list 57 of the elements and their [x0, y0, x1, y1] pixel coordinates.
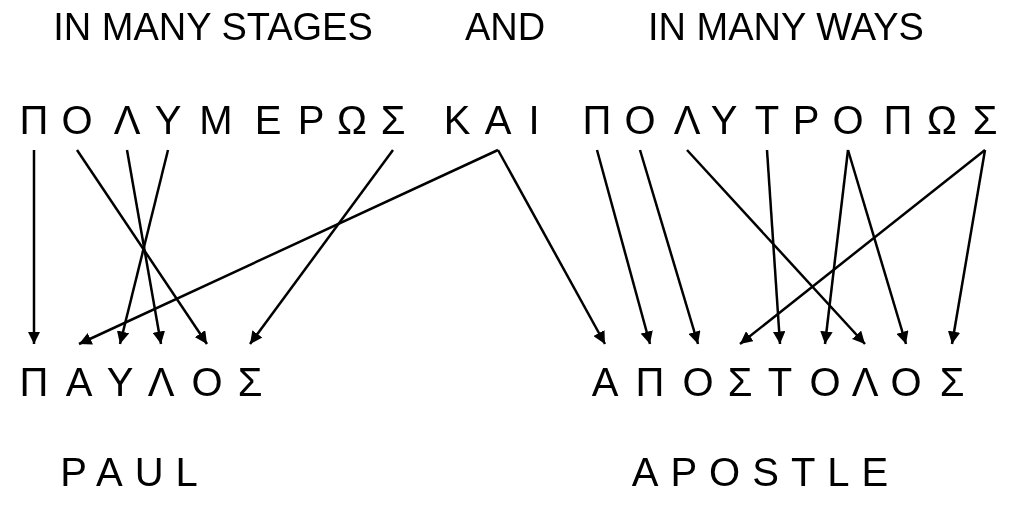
greek-letter: Ο: [681, 344, 715, 402]
arrow: [947, 149, 987, 345]
arrow: [638, 149, 701, 345]
greek-letter: Ρ: [294, 100, 328, 150]
greek-letter: Κ: [440, 100, 474, 150]
greek-letter: Π: [633, 344, 667, 402]
greek-letter: Ο: [808, 344, 842, 402]
arrow: [846, 149, 909, 345]
greek-letter: Ω: [925, 100, 959, 150]
arrow: [249, 149, 394, 345]
greek-letter: Υ: [103, 344, 137, 402]
arrow: [820, 149, 850, 345]
arrow: [78, 148, 499, 346]
greek-letter: Α: [588, 344, 622, 402]
translation-text: AND: [464, 6, 546, 49]
greek-letter: Υ: [151, 100, 185, 150]
greek-letter: Α: [481, 100, 515, 150]
greek-letter: Ο: [190, 344, 224, 402]
greek-letter: Λ: [848, 344, 882, 402]
greek-letter: Ι: [517, 100, 551, 150]
arrow: [765, 149, 786, 345]
greek-letter: Τ: [763, 344, 797, 402]
greek-letter: Ο: [831, 100, 865, 150]
greek-letter: Σ: [233, 344, 267, 402]
greek-letter: Ε: [251, 100, 285, 150]
arrow: [686, 149, 866, 345]
greek-letter: Λ: [670, 100, 704, 150]
greek-letter: Π: [17, 344, 51, 402]
greek-letter: Μ: [199, 100, 233, 150]
greek-letter: Τ: [750, 100, 784, 150]
translation-text: IN MANY STAGES: [53, 6, 373, 49]
greek-letter: Π: [881, 100, 915, 150]
greek-letter: Ο: [60, 100, 94, 150]
greek-letter: Σ: [968, 100, 1002, 150]
greek-letter: Ρ: [789, 100, 823, 150]
arrow: [739, 149, 986, 345]
greek-letter: Ω: [335, 100, 369, 150]
greek-letter: Σ: [376, 100, 410, 150]
arrow: [27, 150, 41, 344]
translation-text: IN MANY WAYS: [648, 6, 924, 49]
greek-letter: Ο: [623, 100, 657, 150]
greek-letter: Σ: [935, 344, 969, 402]
arrow: [116, 149, 170, 345]
greek-letter: Σ: [723, 344, 757, 402]
arrow: [496, 149, 607, 345]
arrow: [75, 149, 209, 345]
greek-letter: Ο: [889, 344, 923, 402]
greek-letter: Π: [17, 100, 51, 150]
greek-letter: Υ: [707, 100, 741, 150]
greek-letter: Λ: [110, 100, 144, 150]
greek-letter: Α: [62, 344, 96, 402]
greek-letter: Λ: [144, 344, 178, 402]
greek-letter: Π: [580, 100, 614, 150]
translation-text: APOSTLE: [631, 450, 901, 495]
arrow: [595, 149, 653, 345]
translation-text: PAUL: [60, 450, 210, 495]
arrow: [125, 149, 165, 345]
